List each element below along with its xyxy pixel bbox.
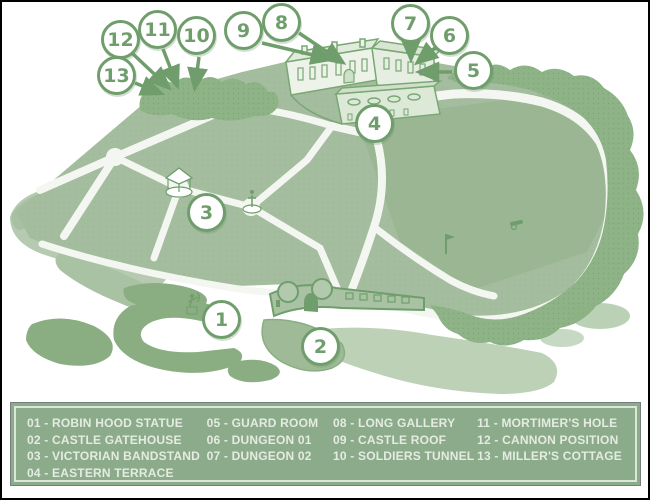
legend-item-09: 09 - CASTLE ROOF (332, 432, 447, 447)
map-marker-9[interactable]: 9 (224, 11, 263, 50)
fountain-statue-icon (242, 190, 262, 214)
callout-arrows (131, 31, 452, 96)
legend-item-06: 06 - DUNGEON 01 (206, 432, 312, 447)
flag-monument-icon (445, 234, 455, 254)
legend-item-10: 10 - SOLDIERS TUNNEL (332, 449, 475, 463)
legend-item-02: 02 - CASTLE GATEHOUSE (27, 432, 182, 447)
legend-item-11: 11 - MORTIMER'S HOLE (477, 416, 618, 430)
legend-column-4: 11 - MORTIMER'S HOLE 12 - CANNON POSITIO… (477, 415, 635, 465)
map-marker-11[interactable]: 11 (138, 10, 177, 49)
map-marker-7[interactable]: 7 (391, 4, 430, 43)
legend-item-05: 05 - GUARD ROOM (206, 416, 319, 430)
legend-item-03: 03 - VICTORIAN BANDSTAND (27, 449, 201, 463)
map-marker-6[interactable]: 6 (430, 16, 469, 55)
map-marker-1[interactable]: 1 (202, 300, 241, 339)
legend-column-2: 05 - GUARD ROOM 06 - DUNGEON 01 07 - DUN… (207, 415, 333, 465)
map-marker-3[interactable]: 3 (187, 193, 226, 232)
map-marker-2[interactable]: 2 (301, 327, 340, 366)
legend-column-3: 08 - LONG GALLERY 09 - CASTLE ROOF 10 - … (333, 415, 477, 465)
legend-item-07: 07 - DUNGEON 02 (206, 449, 312, 463)
map-marker-5[interactable]: 5 (454, 51, 493, 90)
legend-panel: 01 - ROBIN HOOD STATUE 02 - CASTLE GATEH… (10, 402, 641, 486)
legend-item-13: 13 - MILLER'S COTTAGE (477, 449, 622, 463)
victorian-bandstand-icon (164, 167, 194, 198)
legend-column-1: 01 - ROBIN HOOD STATUE 02 - CASTLE GATEH… (27, 415, 207, 481)
lower-hillside (297, 327, 558, 394)
legend-item-12: 12 - CANNON POSITION (477, 432, 619, 447)
legend-inner-border: 01 - ROBIN HOOD STATUE 02 - CASTLE GATEH… (14, 406, 637, 482)
map-marker-8[interactable]: 8 (262, 3, 301, 42)
legend-item-04: 04 - EASTERN TERRACE (27, 465, 174, 480)
map-marker-10[interactable]: 10 (177, 16, 216, 55)
robin-hood-statue-icon (186, 292, 201, 315)
map-marker-13[interactable]: 13 (97, 56, 136, 95)
hedges (26, 283, 280, 383)
map-marker-12[interactable]: 12 (101, 20, 140, 59)
lawn (16, 58, 626, 332)
legend-item-01: 01 - ROBIN HOOD STATUE (27, 416, 183, 430)
map-marker-4[interactable]: 4 (355, 104, 394, 143)
castle-grounds-map-illustration (10, 31, 644, 394)
cannon-icon (510, 219, 523, 231)
legend-item-08: 08 - LONG GALLERY (332, 416, 456, 430)
